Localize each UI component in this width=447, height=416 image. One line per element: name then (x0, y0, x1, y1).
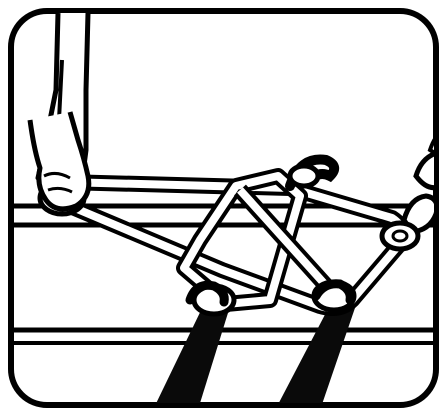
ring-right-hole (393, 231, 407, 241)
clip-ring-top (290, 166, 318, 186)
